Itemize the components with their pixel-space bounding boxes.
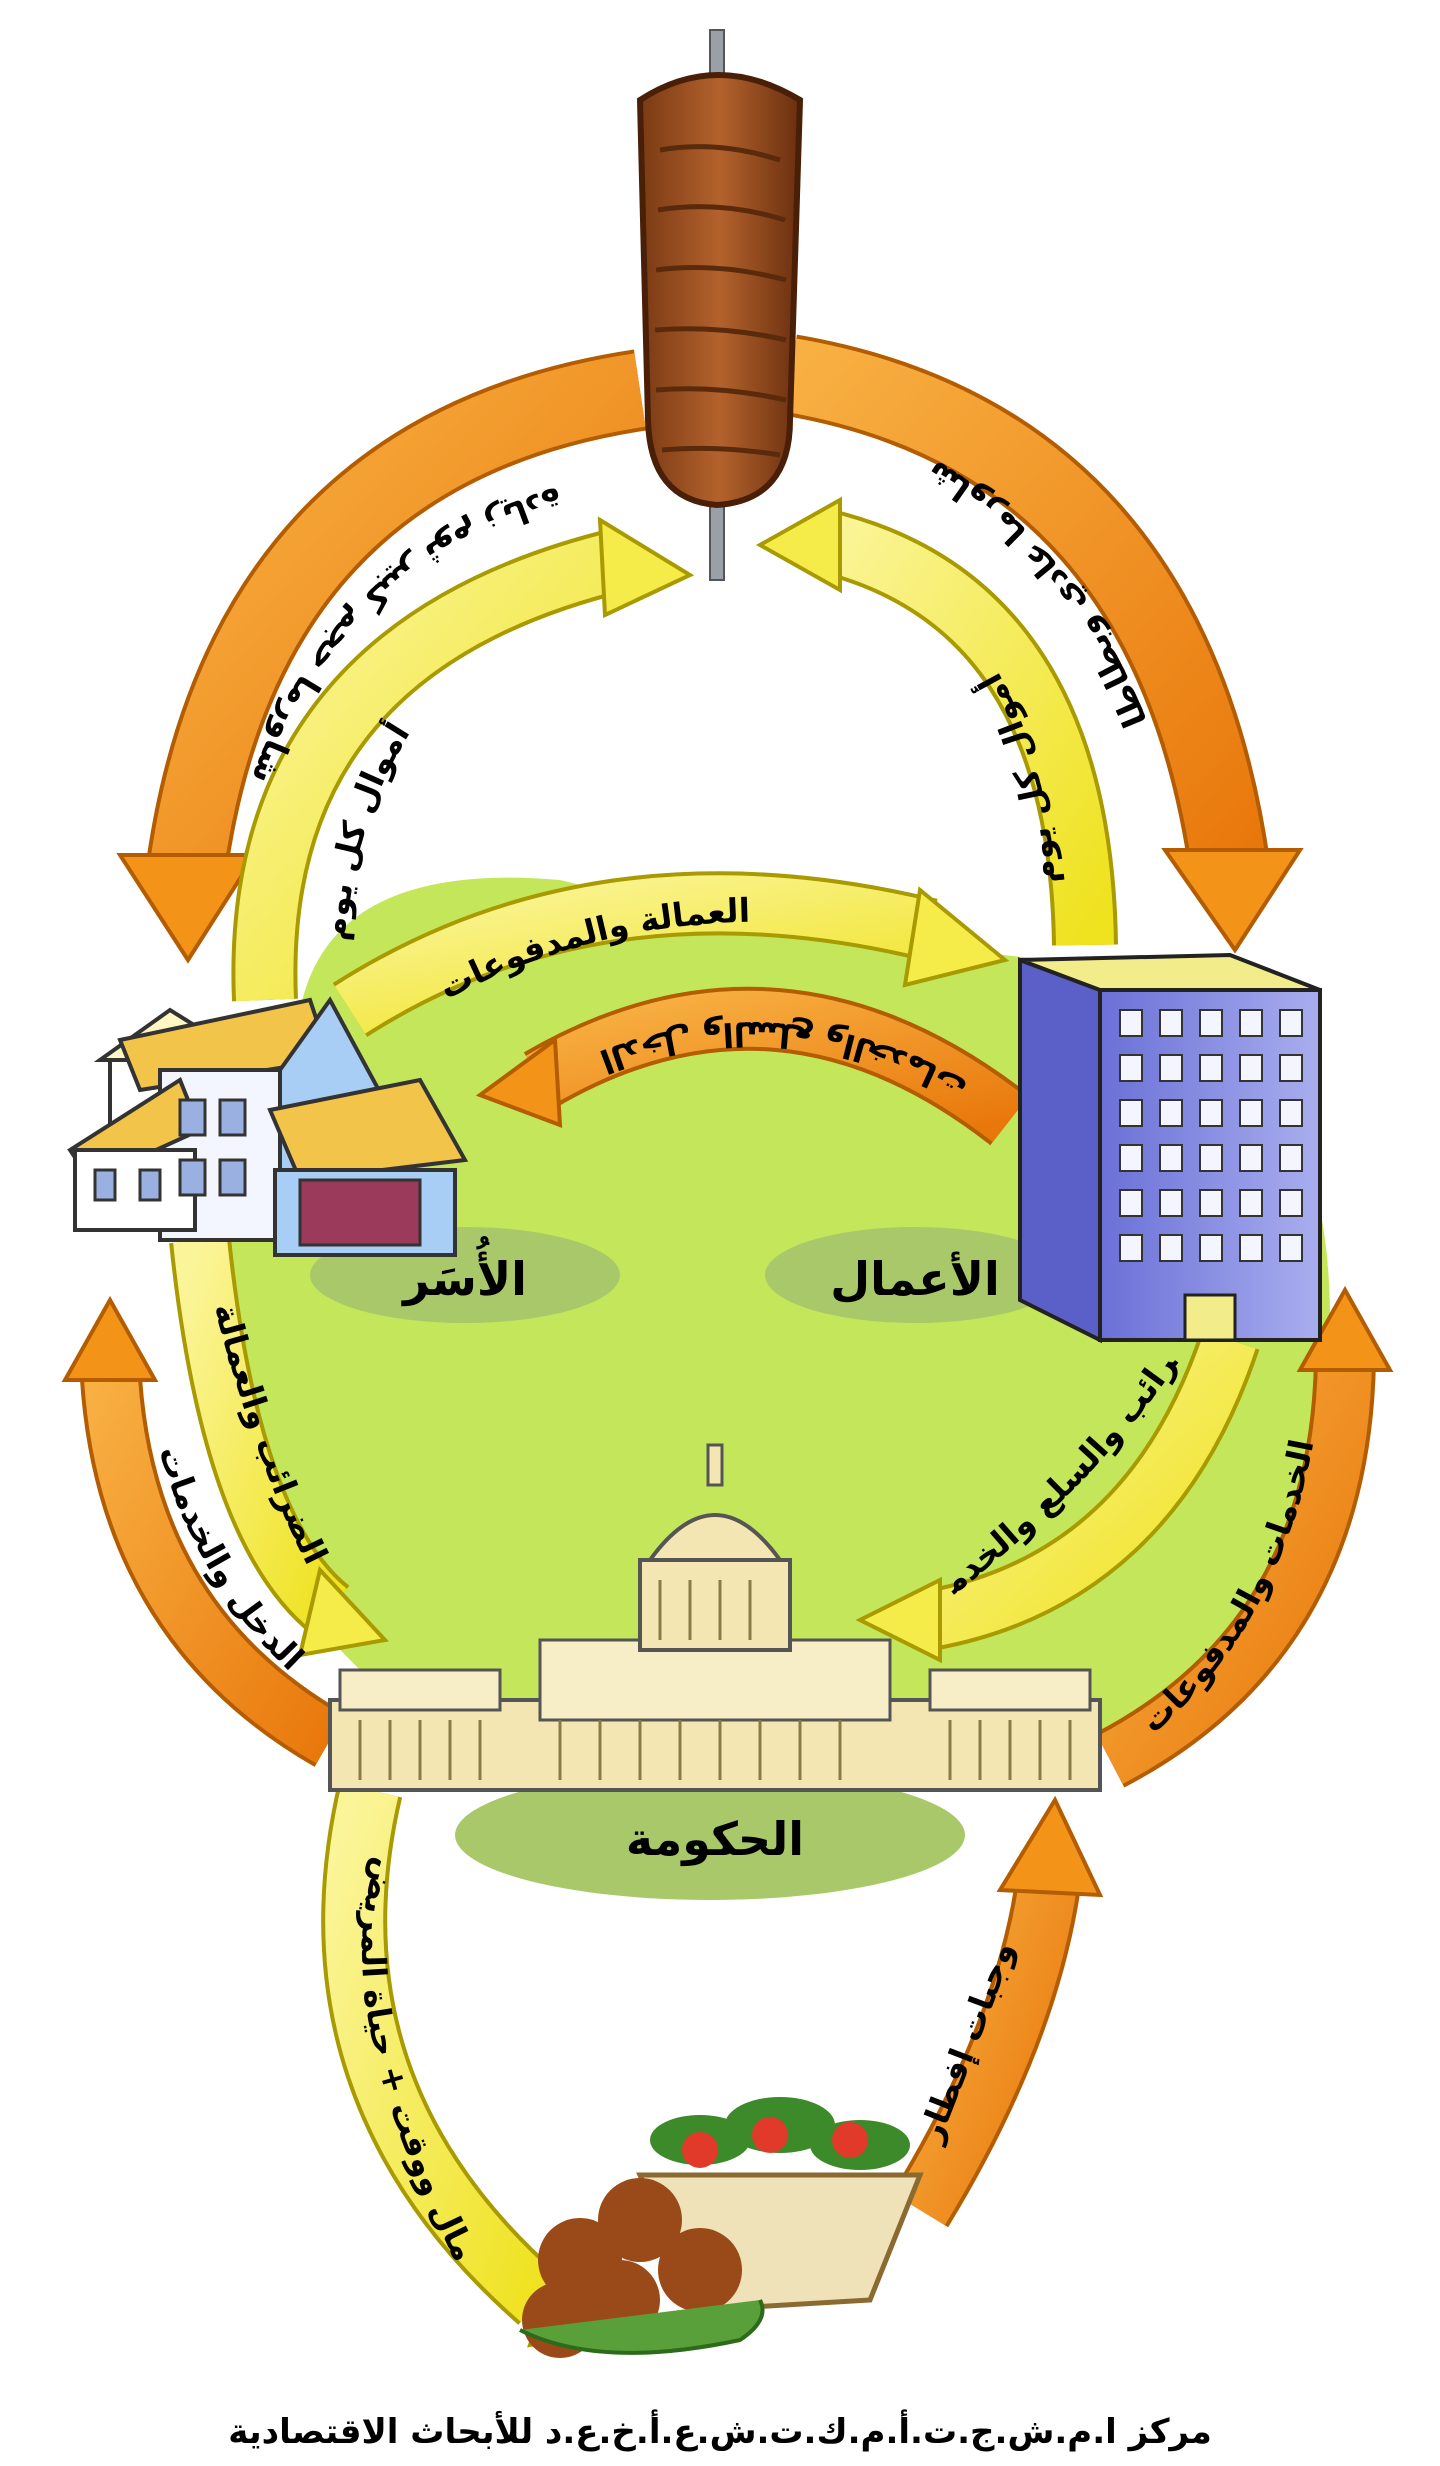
arrow-shawarma-to-households (116, 349, 647, 964)
capitol-building-icon (328, 1443, 1102, 1792)
businesses-label: الأعمال (830, 1251, 999, 1306)
arrow-government-to-businesses (1095, 1285, 1394, 1788)
office-building-icon (1018, 952, 1322, 1344)
footer-credit: مركز ا.م.ش.ج.ت.أ.م.ك.ت.ش.ع.أ.خ.ع.د للأبح… (228, 2412, 1212, 2452)
arrow-businesses-to-shawarma (755, 496, 1118, 946)
shawarma-icon (636, 29, 804, 581)
arrow-labor-payments (332, 871, 1010, 1037)
government-label: الحكومة (626, 1812, 804, 1866)
arrow-income-goods-services (475, 986, 1030, 1146)
arrow-households-to-shawarma (231, 516, 695, 1002)
arrow-government-to-households (61, 1295, 346, 1767)
house-icon (67, 996, 469, 1257)
arrow-households-to-government (169, 1236, 389, 1658)
arrow-falafel-to-government (891, 1795, 1104, 2228)
arrow-shawarma-to-businesses (783, 334, 1304, 954)
falafel-sandwich-icon (519, 2097, 924, 2358)
arrow-businesses-to-government (855, 1330, 1260, 1664)
